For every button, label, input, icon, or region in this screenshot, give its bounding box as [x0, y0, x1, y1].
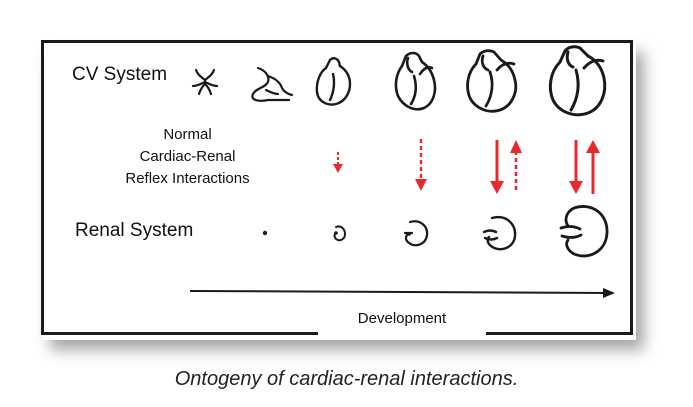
heart-stage-3-icon [315, 57, 352, 106]
kidney-stage-4-icon [482, 215, 517, 251]
renal-system-label: Renal System [75, 220, 194, 241]
figure-caption: Ontogeny of cardiac-renal interactions. [174, 368, 519, 390]
heart-stage-6-icon [548, 45, 607, 117]
reflex-line-2: Cardiac-Renal [139, 148, 236, 165]
reflex-arrow-stage-5-up-icon [510, 140, 522, 192]
reflex-arrow-stage-4-down-icon [415, 139, 427, 191]
heart-stage-5-icon [466, 49, 518, 113]
kidney-stage-1-icon [262, 230, 268, 236]
development-label: Development [357, 310, 447, 327]
kidney-stage-2-icon [333, 225, 347, 242]
diagram-frame [41, 40, 633, 335]
reflex-arrow-stage-5-down-icon [490, 140, 504, 194]
reflex-arrow-stage-3-down-icon [333, 152, 343, 173]
reflex-arrow-stage-6-up-icon [586, 140, 600, 194]
heart-stage-1-icon [191, 68, 219, 96]
cv-system-label: CV System [72, 64, 168, 85]
development-label-box [318, 303, 486, 335]
reflex-interactions-label: Normal Cardiac-Renal Reflex Interactions [100, 124, 275, 190]
reflex-arrow-stage-6-down-icon [569, 140, 583, 194]
kidney-stage-3-icon [403, 220, 429, 247]
reflex-line-1: Normal [163, 126, 212, 143]
development-axis-arrow [189, 287, 615, 298]
heart-stage-4-icon [394, 51, 437, 111]
reflex-line-3: Reflex Interactions [125, 170, 250, 187]
heart-stage-2-icon [251, 66, 294, 102]
kidney-stage-5-icon [559, 205, 609, 258]
